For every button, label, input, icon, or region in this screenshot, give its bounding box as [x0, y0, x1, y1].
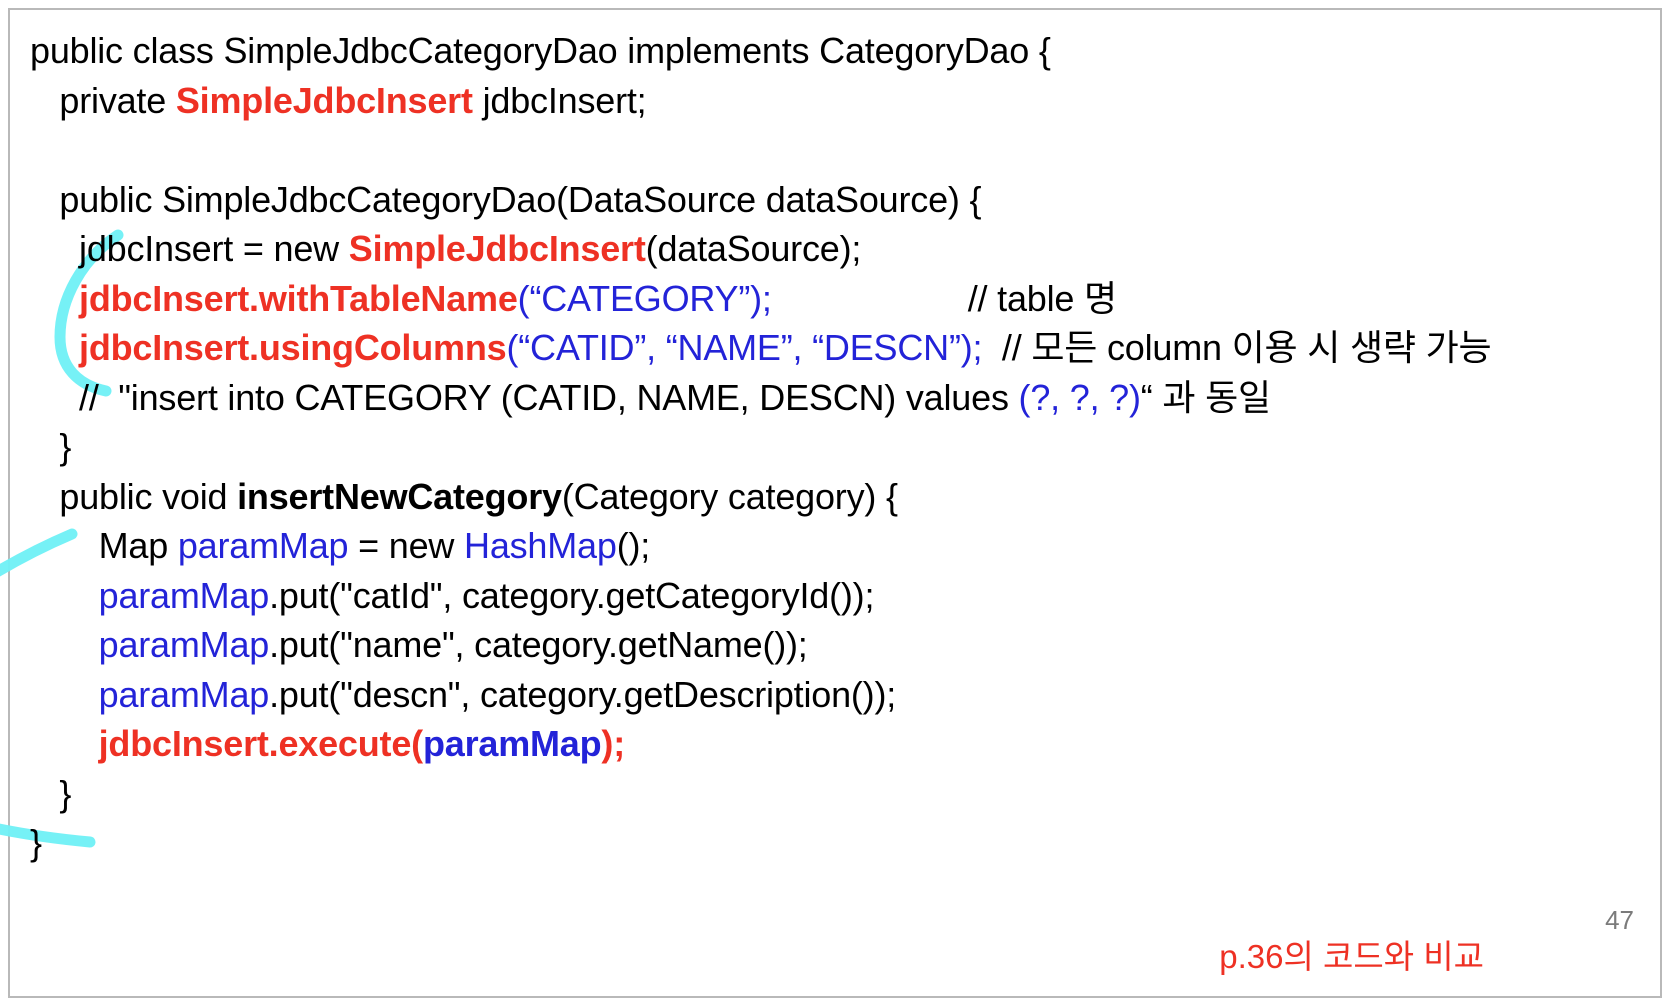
line-new-simplejdbcinsert-token-1: SimpleJdbcInsert	[348, 228, 646, 269]
code-indent	[30, 674, 99, 715]
line-withtablename-token-2: // table 명	[771, 277, 1117, 319]
line-field-jdbcinsert-token-2: jdbcInsert;	[472, 79, 647, 121]
line-map-declaration-token-2: = new	[348, 525, 465, 566]
line-constructor-token-0: public SimpleJdbcCategoryDao(DataSource …	[59, 178, 982, 220]
line-comment-insert-sql: // "insert into CATEGORY (CATID, NAME, D…	[30, 373, 1640, 423]
line-class-decl-token-0: public class SimpleJdbcCategoryDao imple…	[30, 30, 1051, 71]
line-close-constructor-token-0: }	[59, 426, 72, 467]
line-method-insertnewcategory-token-2: (Category category) {	[561, 475, 898, 517]
line-put-descn-token-0: paramMap	[98, 673, 270, 715]
line-map-declaration-token-3: HashMap	[464, 525, 617, 566]
line-field-jdbcinsert-token-1: SimpleJdbcInsert	[175, 79, 473, 121]
code-indent	[30, 278, 79, 319]
code-indent	[30, 773, 59, 814]
line-withtablename-token-0: jdbcInsert.withTableName	[79, 277, 518, 319]
line-comment-insert-sql-token-2: “ 과 동일	[1140, 376, 1271, 418]
line-field-jdbcinsert: private SimpleJdbcInsert jdbcInsert;	[30, 76, 1640, 126]
code-indent	[30, 624, 99, 665]
line-execute: jdbcInsert.execute(paramMap);	[30, 719, 1640, 769]
line-new-simplejdbcinsert-token-2: (dataSource);	[645, 228, 862, 269]
code-indent	[30, 228, 79, 269]
code-indent	[30, 525, 99, 566]
line-map-declaration: Map paramMap = new HashMap();	[30, 521, 1640, 571]
line-put-name-token-1: .put("name", category.getName());	[269, 624, 808, 665]
line-blank-1	[30, 125, 1640, 175]
line-put-catid: paramMap.put("catId", category.getCatego…	[30, 571, 1640, 621]
code-indent	[30, 377, 79, 418]
line-put-descn: paramMap.put("descn", category.getDescri…	[30, 670, 1640, 720]
code-indent	[30, 80, 59, 121]
line-comment-insert-sql-token-0: // "insert into CATEGORY (CATID, NAME, D…	[79, 376, 1019, 418]
code-indent	[30, 179, 59, 220]
line-method-insertnewcategory-token-0: public void	[59, 475, 238, 517]
line-new-simplejdbcinsert-token-0: jdbcInsert = new	[79, 228, 349, 269]
line-comment-insert-sql-token-1: (?, ?, ?)	[1018, 376, 1141, 418]
line-map-declaration-token-4: ();	[616, 525, 651, 566]
line-field-jdbcinsert-token-0: private	[59, 79, 176, 121]
slide-number: 47	[1605, 905, 1634, 935]
line-constructor: public SimpleJdbcCategoryDao(DataSource …	[30, 175, 1640, 225]
line-close-class: }	[30, 818, 1640, 868]
line-usingcolumns-token-1: (“CATID”, “NAME”, “DESCN”);	[506, 327, 983, 368]
line-method-insertnewcategory: public void insertNewCategory(Category c…	[30, 472, 1640, 522]
code-indent	[30, 426, 59, 467]
code-indent	[30, 723, 99, 764]
line-method-insertnewcategory-token-1: insertNewCategory	[237, 475, 562, 517]
line-put-name: paramMap.put("name", category.getName())…	[30, 620, 1640, 670]
code-listing: public class SimpleJdbcCategoryDao imple…	[30, 26, 1640, 868]
line-usingcolumns-token-0: jdbcInsert.usingColumns	[79, 327, 507, 368]
line-withtablename: jdbcInsert.withTableName(“CATEGORY”); //…	[30, 274, 1640, 324]
line-withtablename-token-1: (“CATEGORY”);	[517, 277, 772, 319]
line-put-catid-token-1: .put("catId", category.getCategoryId());	[269, 574, 875, 616]
code-indent	[30, 327, 79, 368]
line-close-class-token-0: }	[30, 822, 42, 863]
line-usingcolumns: jdbcInsert.usingColumns(“CATID”, “NAME”,…	[30, 323, 1640, 373]
line-execute-token-1: paramMap	[422, 723, 602, 764]
line-map-declaration-token-0: Map	[98, 525, 178, 566]
footer-note: p.36의 코드와 비교	[1219, 938, 1484, 975]
line-map-declaration-token-1: paramMap	[177, 525, 349, 566]
line-execute-token-0: jdbcInsert.execute(	[98, 723, 424, 764]
line-close-method: }	[30, 769, 1640, 819]
line-put-descn-token-1: .put("descn", category.getDescription())…	[269, 673, 897, 715]
line-put-name-token-0: paramMap	[98, 624, 270, 665]
line-put-catid-token-0: paramMap	[98, 574, 270, 616]
line-class-decl: public class SimpleJdbcCategoryDao imple…	[30, 26, 1640, 76]
line-new-simplejdbcinsert: jdbcInsert = new SimpleJdbcInsert(dataSo…	[30, 224, 1640, 274]
line-usingcolumns-token-2: // 모든 column 이용 시 생략 가능	[982, 327, 1492, 368]
line-execute-token-2: );	[601, 723, 625, 764]
line-close-method-token-0: }	[59, 772, 72, 814]
code-indent	[30, 575, 99, 616]
line-blank-1-token-0	[30, 129, 40, 170]
code-indent	[30, 476, 59, 517]
line-close-constructor: }	[30, 422, 1640, 472]
